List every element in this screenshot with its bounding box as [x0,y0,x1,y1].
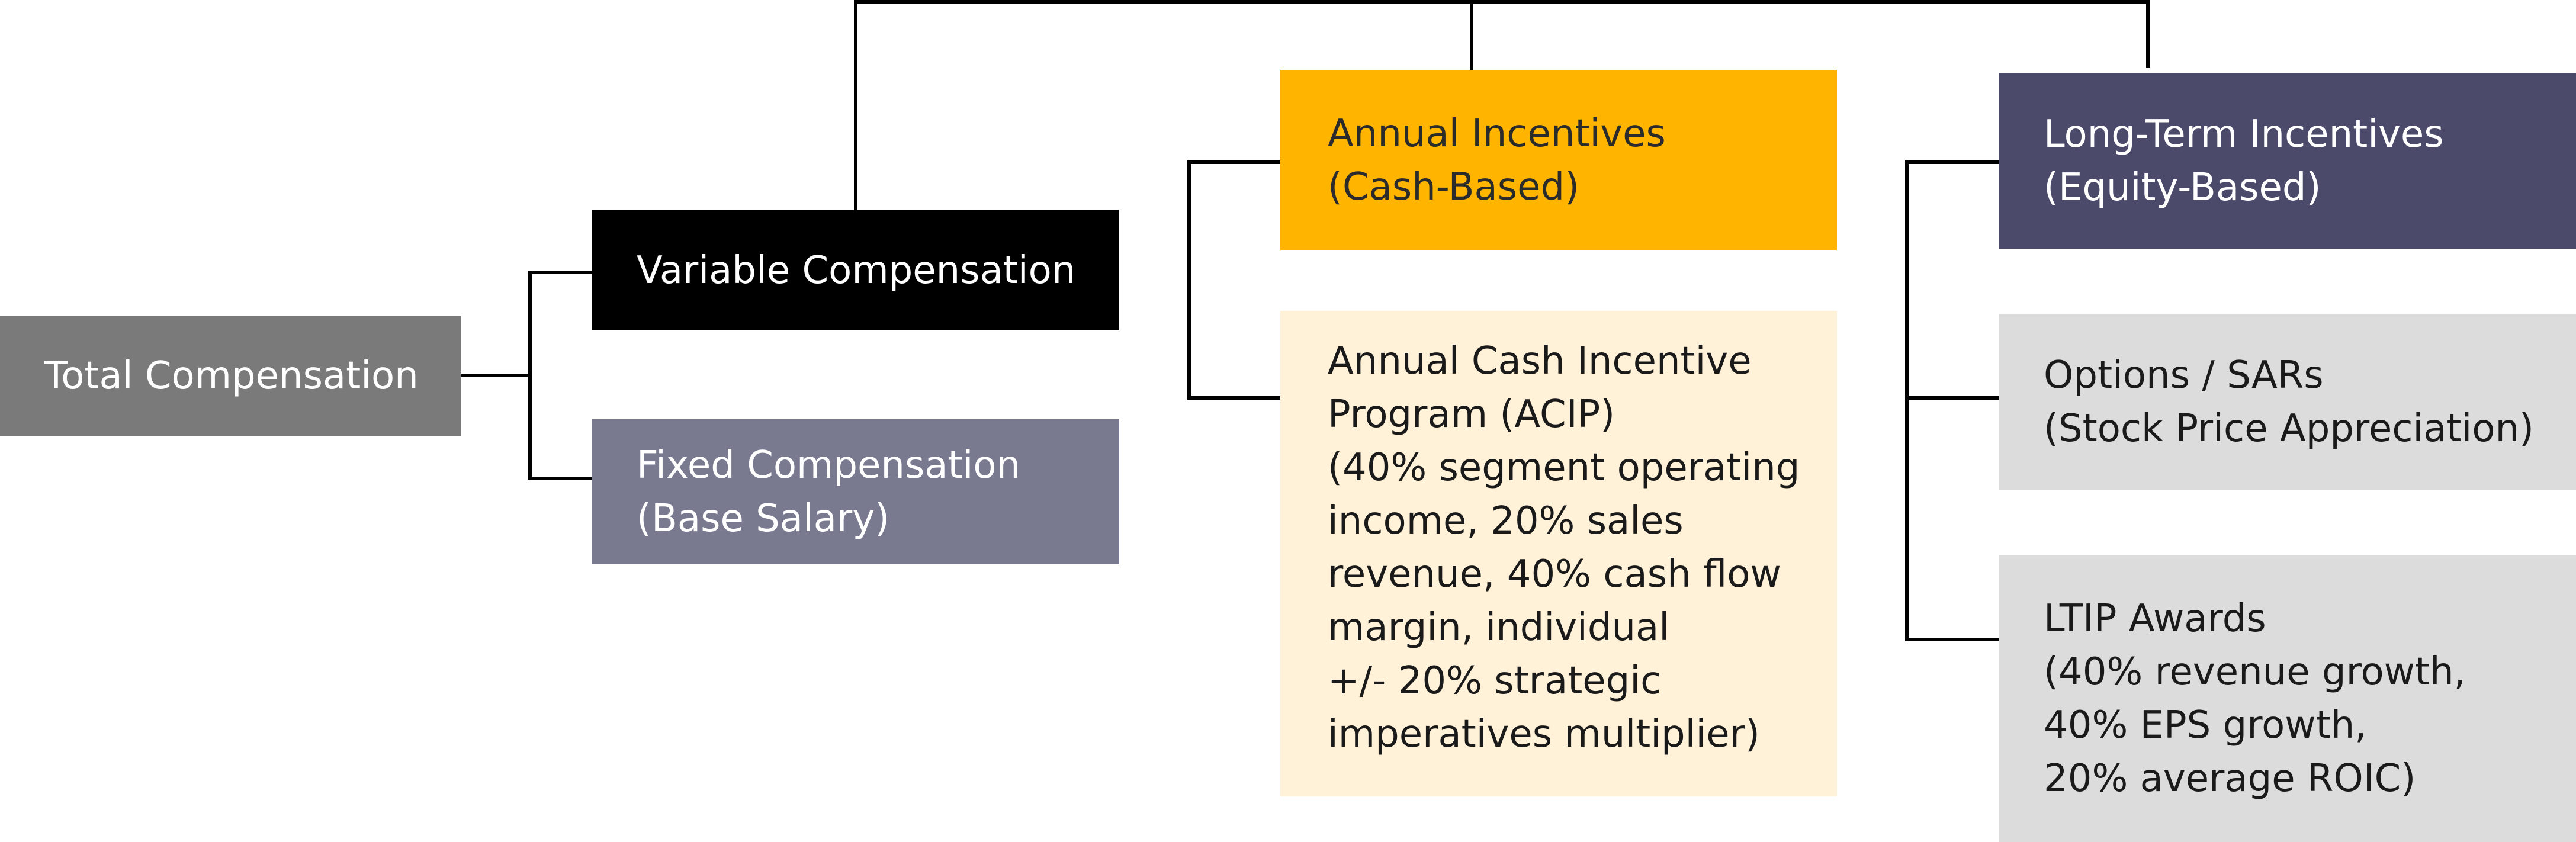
long-term-incentives-label: Long-Term Incentives [2044,112,2444,156]
options-sars-label: Options / SARs [2044,353,2324,397]
connector-top-bus [854,0,2150,72]
total-compensation-label: Total Compensation [44,353,419,398]
connector-lti-bracket [1905,160,2001,641]
acip-line: Annual Cash Incentive [1328,339,1752,383]
acip-box: Annual Cash Incentive Program (ACIP) (40… [1280,311,1837,796]
acip-line: imperatives multiplier) [1328,712,1760,756]
ltip-line: (40% revenue growth, [2044,650,2466,694]
variable-compensation-label: Variable Compensation [637,248,1076,293]
connector-total-to-children [459,271,594,480]
ltip-line: LTIP Awards [2044,597,2266,641]
ltip-awards-box: LTIP Awards (40% revenue growth, 40% EPS… [1999,555,2576,842]
connector-annual-bracket [1187,160,1282,400]
variable-compensation-box: Variable Compensation [592,210,1119,330]
options-sars-box: Options / SARs (Stock Price Appreciation… [1999,314,2576,490]
acip-line: +/- 20% strategic [1328,659,1662,703]
acip-line: (40% segment operating [1328,446,1800,490]
acip-line: income, 20% sales [1328,499,1684,543]
acip-line: margin, individual [1328,606,1669,650]
ltip-line: 40% EPS growth, [2044,703,2367,747]
fixed-compensation-sublabel: (Base Salary) [637,496,890,541]
long-term-incentives-sublabel: (Equity-Based) [2044,165,2321,210]
acip-line: Program (ACIP) [1328,393,1615,436]
acip-line: revenue, 40% cash flow [1328,552,1781,596]
annual-incentives-box: Annual Incentives (Cash-Based) [1280,70,1837,250]
fixed-compensation-label: Fixed Compensation [637,443,1021,487]
long-term-incentives-box: Long-Term Incentives (Equity-Based) [1999,73,2576,249]
annual-incentives-label: Annual Incentives [1328,111,1666,156]
fixed-compensation-box: Fixed Compensation (Base Salary) [592,419,1119,564]
options-sars-sublabel: (Stock Price Appreciation) [2044,407,2534,451]
ltip-line: 20% average ROIC) [2044,757,2416,801]
total-compensation-box: Total Compensation [0,316,461,436]
annual-incentives-sublabel: (Cash-Based) [1328,165,1580,209]
